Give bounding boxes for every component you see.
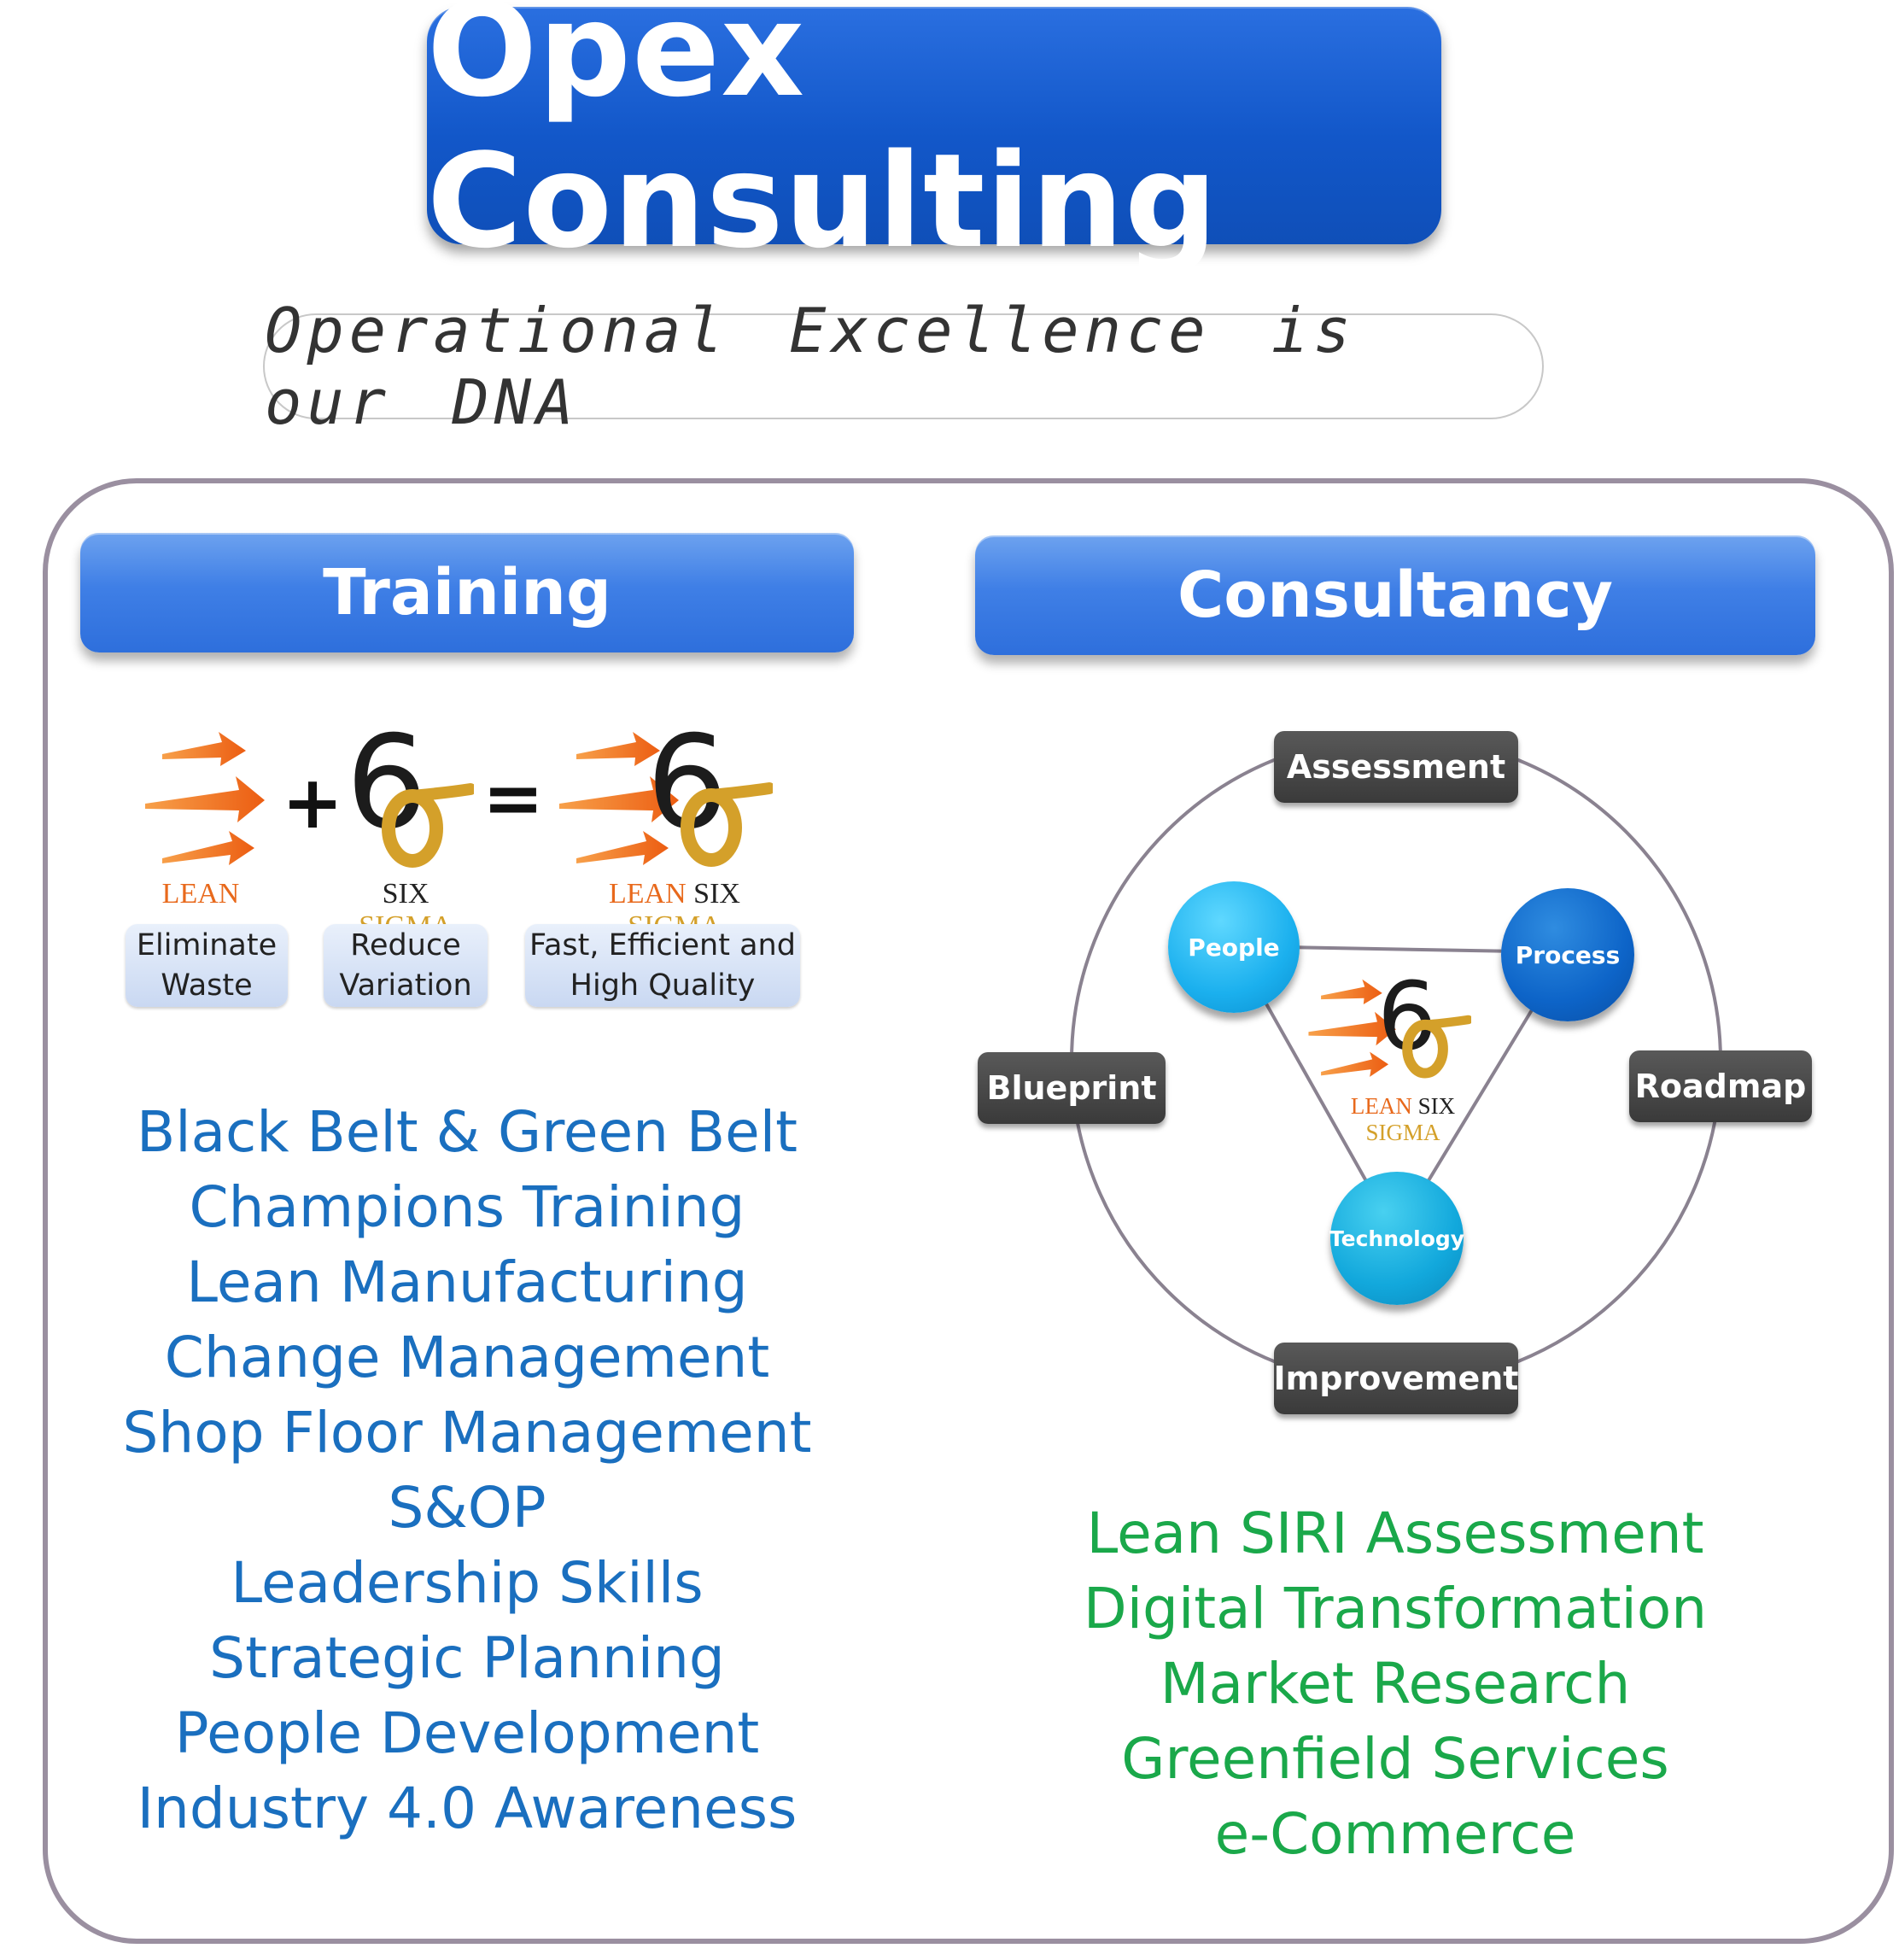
tagline: Operational Excellence is our DNA — [263, 295, 1544, 438]
consultancy-header: Consultancy — [975, 535, 1815, 655]
reduce-variation-box: Reduce Variation — [324, 924, 488, 1007]
list-item: S&OP — [388, 1475, 546, 1541]
lean-logo-caption: LEAN — [161, 878, 240, 910]
combo-caption-six: SIX — [693, 878, 740, 910]
center-caption-six: SIX — [1417, 1093, 1456, 1119]
center-logo-caption: LEAN SIX SIGMA — [1313, 1093, 1493, 1146]
six-sigma-logo: 6 — [346, 709, 474, 878]
node-process: Process — [1501, 888, 1634, 1021]
list-item: People Development — [174, 1700, 760, 1766]
node-people: People — [1168, 881, 1300, 1013]
eliminate-waste-box: Eliminate Waste — [126, 924, 288, 1007]
equals-sign: = — [482, 756, 545, 841]
stage-blueprint-label: Blueprint — [986, 1069, 1157, 1107]
list-item: Market Research — [1160, 1651, 1631, 1717]
stage-assessment-label: Assessment — [1286, 748, 1506, 786]
reduce-variation-label: Reduce Variation — [339, 927, 472, 1003]
pillar-triangle — [1230, 944, 1570, 1237]
center-caption-sigma: SIGMA — [1365, 1120, 1440, 1145]
list-item: Greenfield Services — [1121, 1726, 1669, 1792]
training-list: Black Belt & Green Belt Champions Traini… — [80, 1095, 854, 1846]
list-item: Shop Floor Management — [122, 1400, 812, 1466]
node-technology-label: Technology — [1329, 1226, 1465, 1251]
list-item: Lean Manufacturing — [186, 1249, 748, 1315]
stage-blueprint: Blueprint — [978, 1052, 1166, 1124]
list-item: Champions Training — [189, 1174, 745, 1240]
consultancy-header-label: Consultancy — [1177, 559, 1613, 632]
list-item: Change Management — [164, 1325, 770, 1390]
stage-roadmap: Roadmap — [1629, 1050, 1812, 1122]
stage-roadmap-label: Roadmap — [1634, 1068, 1807, 1105]
plus-sign: + — [282, 760, 344, 845]
list-item: Black Belt & Green Belt — [136, 1099, 798, 1165]
node-technology: Technology — [1329, 1172, 1465, 1305]
lean-arrows-icon — [559, 732, 679, 865]
stage-improvement: Improvement — [1274, 1343, 1518, 1414]
node-people-label: People — [1188, 933, 1280, 962]
center-caption-lean: LEAN — [1350, 1093, 1412, 1119]
eliminate-waste-label: Eliminate Waste — [136, 927, 278, 1003]
list-item: Strategic Planning — [209, 1625, 725, 1691]
title-banner: Opex Consulting — [427, 0, 1441, 277]
quality-box: Fast, Efficient and High Quality — [525, 924, 800, 1007]
six-sigma-caption-six: SIX — [382, 878, 429, 910]
center-lean-six-sigma-logo: 6 — [1302, 962, 1481, 1109]
services-frame — [43, 478, 1894, 1944]
list-item: Lean SIRI Assessment — [1086, 1501, 1704, 1566]
list-item: e-Commerce — [1214, 1801, 1576, 1867]
lean-arrows-icon — [1308, 979, 1396, 1077]
lean-arrows-icon — [145, 732, 265, 865]
page-title: Opex Consulting — [427, 0, 1218, 277]
sigma-icon — [1402, 1015, 1471, 1079]
list-item: Leadership Skills — [231, 1550, 704, 1616]
tagline-text: Operational Excellence is our DNA — [265, 295, 1356, 438]
stage-improvement-label: Improvement — [1273, 1360, 1519, 1397]
training-header-label: Training — [323, 556, 611, 629]
sigma-icon — [681, 782, 773, 867]
sigma-icon — [382, 783, 474, 868]
quality-label: Fast, Efficient and High Quality — [529, 927, 796, 1003]
list-item: Industry 4.0 Awareness — [137, 1776, 798, 1841]
node-process-label: Process — [1515, 940, 1621, 969]
combo-caption-lean: LEAN — [609, 878, 687, 910]
lean-six-sigma-logo: 6 — [551, 709, 773, 875]
consultancy-list: Lean SIRI Assessment Digital Transformat… — [975, 1496, 1815, 1872]
stage-assessment: Assessment — [1274, 731, 1518, 803]
list-item: Digital Transformation — [1083, 1576, 1708, 1641]
training-header: Training — [80, 533, 854, 652]
